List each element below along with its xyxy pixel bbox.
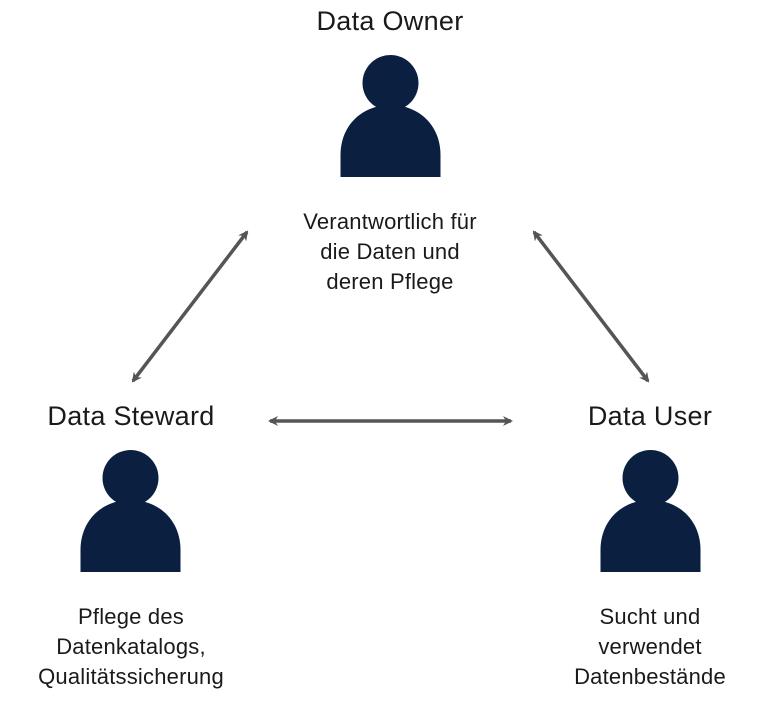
description-line: Sucht und — [599, 604, 701, 629]
description-line: Datenbestände — [574, 664, 726, 689]
description-line: Qualitätssicherung — [38, 664, 224, 689]
data-steward-title: Data Steward — [47, 401, 215, 431]
person-icon — [80, 450, 181, 572]
description-line: Datenkatalogs, — [56, 634, 206, 659]
data-user-title: Data User — [587, 401, 713, 431]
description-line: Verantwortlich für — [303, 209, 477, 234]
data-owner-title: Data Owner — [316, 6, 464, 36]
data-user-description: Sucht und verwendet Datenbestände — [574, 602, 726, 692]
person-icon — [340, 55, 441, 177]
data-steward-description: Pflege des Datenkatalogs, Qualitätssiche… — [38, 602, 224, 692]
description-line: die Daten und — [320, 239, 460, 264]
description-line: verwendet — [598, 634, 702, 659]
person-icon — [600, 450, 701, 572]
arrow-owner-steward — [131, 230, 249, 383]
data-owner-description: Verantwortlich für die Daten und deren P… — [303, 207, 477, 297]
arrow-owner-user — [532, 230, 650, 383]
description-line: deren Pflege — [326, 269, 454, 294]
description-line: Pflege des — [78, 604, 184, 629]
